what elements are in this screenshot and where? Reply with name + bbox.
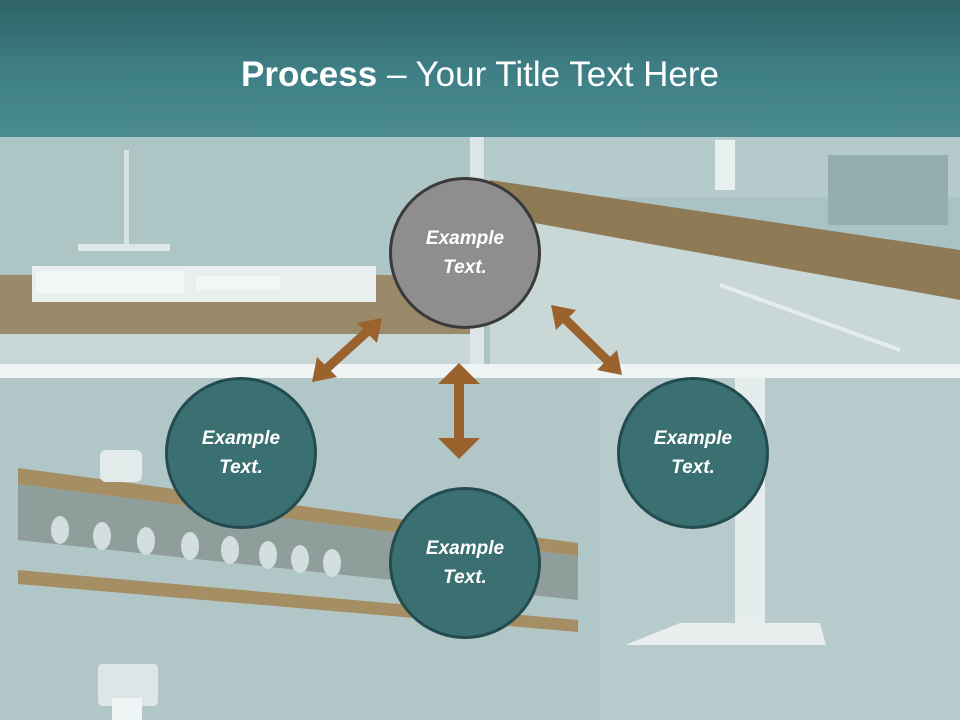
process-node-right: Example Text. — [617, 377, 769, 529]
node-left-text: Example Text. — [201, 428, 281, 478]
title-rest-part: – Your Title Text Here — [377, 55, 719, 94]
title-bold-part: Process — [241, 55, 378, 94]
double-arrow-vertical — [438, 363, 480, 459]
double-arrow-top-right — [551, 305, 622, 375]
node-top-text: Example Text. — [425, 228, 505, 278]
slide-title: Process – Your Title Text Here — [0, 52, 960, 98]
process-node-bottom: Example Text. — [389, 487, 541, 639]
process-node-left: Example Text. — [165, 377, 317, 529]
title-bar — [0, 0, 960, 137]
double-arrow-top-left — [312, 318, 382, 382]
node-bottom-text: Example Text. — [425, 538, 505, 588]
node-right-text: Example Text. — [653, 428, 733, 478]
process-node-top: Example Text. — [389, 177, 541, 329]
